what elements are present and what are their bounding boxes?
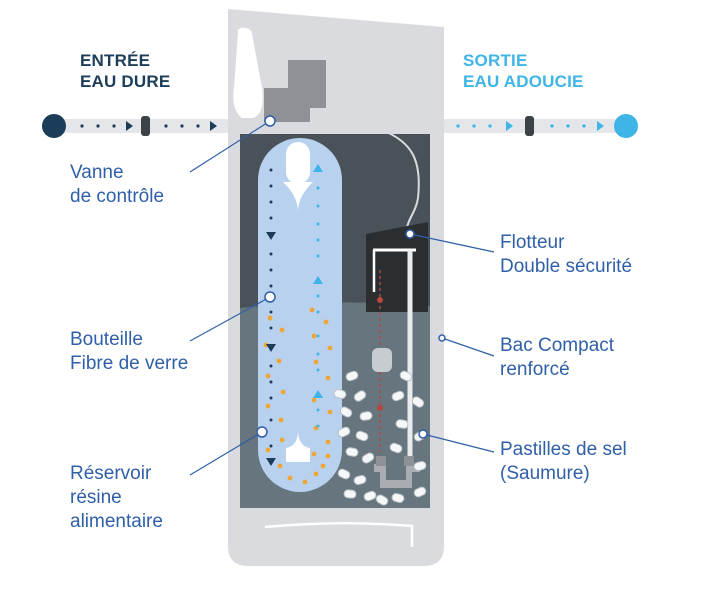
hard-water-flow xyxy=(266,168,276,466)
leader-lines xyxy=(189,120,495,476)
label-line: Réservoir xyxy=(70,463,152,484)
outlet-heading-line: SORTIE xyxy=(463,51,528,70)
float-stopper xyxy=(377,405,383,411)
brine-tube xyxy=(381,129,420,233)
inlet-flow-arrow xyxy=(126,121,133,131)
inlet-endpoint xyxy=(42,114,66,138)
label-resin-reservoir: Réservoir résine alimentaire xyxy=(70,462,163,534)
resin-beads xyxy=(263,307,333,485)
cabinet-base-groove xyxy=(264,521,414,547)
label-line: alimentaire xyxy=(70,511,163,532)
label-line: de contrôle xyxy=(70,186,165,207)
control-valve-head xyxy=(288,60,326,108)
outlet-heading-line: EAU ADOUCIE xyxy=(463,72,584,91)
outlet-endpoint xyxy=(614,114,638,138)
label-line: résine xyxy=(70,487,122,508)
inlet-heading: ENTRÉE EAU DURE xyxy=(80,50,170,92)
label-float: Flotteur Double sécurité xyxy=(500,231,632,279)
inlet-heading-line: ENTRÉE xyxy=(80,51,151,70)
label-line: Bouteille xyxy=(70,329,143,350)
inlet-flow-arrow xyxy=(210,121,217,131)
air-check-valve-cap xyxy=(376,456,386,466)
soft-water-flow xyxy=(313,164,323,428)
outlet-flow-dots xyxy=(456,124,586,128)
float-body xyxy=(372,348,392,372)
outlet-flow-arrow xyxy=(506,121,513,131)
label-line: Fibre de verre xyxy=(70,353,189,374)
outlet-heading: SORTIE EAU ADOUCIE xyxy=(463,50,584,92)
label-line: Flotteur xyxy=(500,232,565,253)
label-fiberglass-bottle: Bouteille Fibre de verre xyxy=(70,328,188,376)
callout-markers xyxy=(256,115,446,439)
inlet-pipe xyxy=(54,119,254,133)
salt-pellets xyxy=(333,370,427,506)
label-line: renforcé xyxy=(500,359,570,380)
label-line: Double sécurité xyxy=(500,256,633,277)
label-control-valve: Vanne de contrôle xyxy=(70,161,164,209)
distributor-top-cap xyxy=(286,142,310,184)
label-line: Bac Compact xyxy=(500,335,615,356)
outlet-valve-coupling xyxy=(525,116,534,136)
inlet-valve-coupling xyxy=(141,116,150,136)
label-line: (Saumure) xyxy=(500,463,590,484)
control-valve-body xyxy=(233,27,263,118)
label-brine-tank: Bac Compact renforcé xyxy=(500,334,614,382)
air-check-valve-cap xyxy=(404,456,414,466)
label-salt-pellets: Pastilles de sel (Saumure) xyxy=(500,438,627,486)
inlet-heading-line: EAU DURE xyxy=(80,72,171,91)
inlet-flow-dots xyxy=(80,124,200,128)
label-line: Pastilles de sel xyxy=(500,439,627,460)
resin-bottle xyxy=(258,138,342,492)
label-line: Vanne xyxy=(70,162,124,183)
air-check-valve xyxy=(374,464,420,488)
outlet-flow-arrow xyxy=(597,121,604,131)
float-stopper xyxy=(377,297,383,303)
